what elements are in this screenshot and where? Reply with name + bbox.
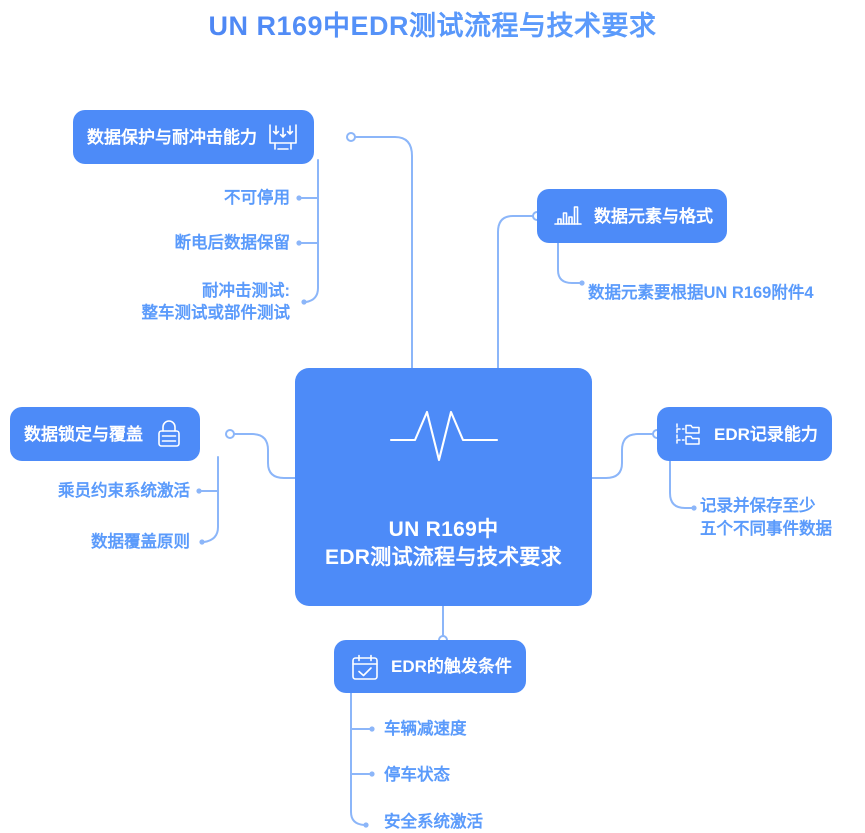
leaf-data-elements-1: 数据元素要根据UN R169附件4 [588, 284, 814, 302]
branch-node-data-protection[interactable]: 数据保护与耐冲击能力 [73, 110, 314, 164]
folder-tree-icon [676, 423, 700, 445]
edge-anchor-data-protection [346, 132, 356, 142]
edge-center-to-data-elements [497, 215, 538, 369]
center-line-1: UN R169中 [388, 518, 499, 542]
center-node-text: UN R169中 EDR测试流程与技术要求 [325, 516, 562, 571]
leaf-data-lock-1: 乘员约束系统激活 [58, 482, 190, 500]
dot-dp-1 [296, 195, 302, 201]
dot-dl-1 [196, 488, 202, 494]
dot-et-3 [363, 822, 369, 828]
branch-label-data-protection: 数据保护与耐冲击能力 [87, 127, 257, 147]
spine-data-elements [557, 242, 581, 284]
leaf-data-protection-2: 断电后数据保留 [174, 234, 291, 252]
leaf-edr-trigger-2: 停车状态 [384, 766, 450, 784]
dot-et-1 [369, 726, 375, 732]
center-node[interactable]: UN R169中 EDR测试流程与技术要求 [295, 368, 592, 606]
leaf-edr-capability-2: 五个不同事件数据 [700, 520, 832, 538]
waveform-icon [389, 411, 498, 462]
page-title: UN R169中EDR测试流程与技术要求 [0, 4, 865, 43]
dot-dl-2 [199, 539, 205, 545]
dot-dp-3 [301, 299, 307, 305]
branch-node-data-lock[interactable]: 数据锁定与覆盖 [10, 407, 200, 461]
branch-node-edr-capability[interactable]: EDR记录能力 [657, 407, 832, 461]
spine-edr-capability [669, 457, 693, 509]
branch-label-data-lock: 数据锁定与覆盖 [24, 424, 143, 444]
bar-chart-icon [554, 206, 582, 225]
monitor-impact-icon [269, 124, 297, 150]
center-line-2: EDR测试流程与技术要求 [325, 546, 562, 569]
leaf-edr-trigger-3: 安全系统激活 [384, 813, 483, 831]
calendar-check-icon [352, 654, 378, 680]
edge-anchor-data-lock [225, 429, 235, 439]
edge-center-to-edr-capability [591, 433, 658, 479]
spine-edr-trigger [350, 691, 365, 826]
dot-et-2 [369, 771, 375, 777]
branch-node-edr-trigger[interactable]: EDR的触发条件 [334, 640, 526, 693]
branch-label-edr-trigger: EDR的触发条件 [391, 657, 512, 676]
dot-de-1 [579, 280, 585, 286]
branch-label-data-elements: 数据元素与格式 [594, 206, 713, 226]
branch-node-data-elements[interactable]: 数据元素与格式 [537, 189, 727, 243]
edge-center-to-data-lock [229, 433, 296, 479]
spine-data-protection [305, 159, 319, 303]
leaf-data-protection-4: 整车测试或部件测试 [141, 304, 291, 322]
leaf-data-protection-1: 不可停用 [224, 189, 290, 207]
dot-ec-1 [691, 505, 697, 511]
spine-data-lock [203, 456, 219, 543]
branch-label-edr-capability: EDR记录能力 [714, 424, 818, 444]
leaf-data-protection-3: 耐冲击测试: [202, 282, 290, 300]
leaf-edr-capability-1: 记录并保存至少 [700, 497, 816, 515]
edge-center-to-data-protection [350, 136, 413, 369]
leaf-data-lock-2: 数据覆盖原则 [91, 533, 190, 551]
lock-icon [158, 420, 180, 447]
dot-dp-2 [296, 240, 302, 246]
leaf-edr-trigger-1: 车辆减速度 [384, 720, 467, 738]
